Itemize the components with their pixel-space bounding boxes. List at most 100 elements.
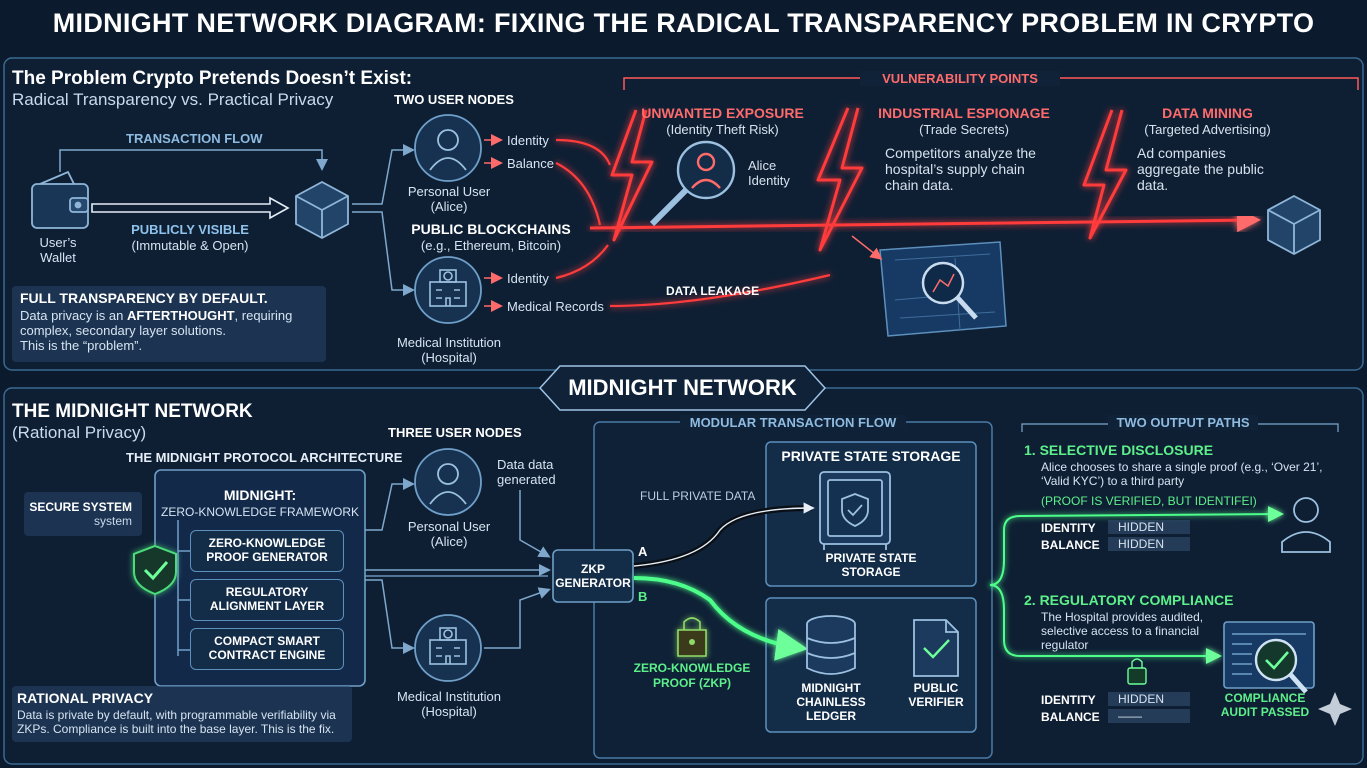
architecture-label: THE MIDNIGHT PROTOCOL ARCHITECTURE [126, 450, 403, 465]
module-1-label: ZERO-KNOWLEDGE PROOF GENERATOR [206, 536, 328, 564]
exposure-sub: (Identity Theft Risk) [666, 122, 779, 137]
banner-shape [538, 365, 827, 411]
identity-label-1: Identity [507, 133, 549, 148]
leakage-curves [555, 138, 831, 308]
mining-title: DATA MINING [1162, 105, 1253, 121]
alice-identity-label: Alice Identity [748, 158, 790, 188]
selective-disclosure-title: 1. SELECTIVE DISCLOSURE [1024, 442, 1214, 458]
module-tree [177, 520, 190, 656]
cube-icon-top [295, 180, 349, 240]
data-leakage-label: DATA LEAKAGE [666, 284, 760, 298]
problem-heading: The Problem Crypto Pretends Doesn’t Exis… [12, 68, 413, 89]
hospital-to-zkp [484, 587, 551, 649]
proto-to-alice [365, 478, 415, 531]
zk-proof-generator-module: ZERO-KNOWLEDGE PROOF GENERATOR [190, 530, 344, 572]
balance-hidden-1: HIDDEN [1108, 537, 1190, 551]
smart-contract-module: COMPACT SMART CONTRACT ENGINE [190, 628, 344, 670]
publicly-visible-arrow [91, 196, 290, 220]
problem-subheading: Radical Transparency vs. Practical Priva… [12, 90, 334, 109]
solution-heading: THE MIDNIGHT NETWORK [12, 401, 253, 422]
alice-node-top [414, 114, 482, 182]
note-text-part-2: , requiring complex, secondary layer sol… [20, 308, 293, 353]
identity-field-label-1: IDENTITY [1041, 521, 1096, 535]
transparency-note: FULL TRANSPARENCY BY DEFAULT. Data priva… [12, 286, 326, 362]
cube-icon-destination [1267, 194, 1321, 256]
third-party-icon [1281, 497, 1331, 553]
database-icon [806, 615, 856, 675]
medical-records-label: Medical Records [507, 299, 604, 314]
regulatory-compliance-title: 2. REGULATORY COMPLIANCE [1024, 592, 1234, 608]
module-3-label: COMPACT SMART CONTRACT ENGINE [208, 634, 326, 662]
mining-sub: (Targeted Advertising) [1144, 122, 1271, 137]
proof-verified-label: (PROOF IS VERIFIED, BUT IDENTIFEI) [1041, 494, 1257, 508]
alice-node-bottom [414, 448, 482, 516]
balance-label: Balance [507, 156, 554, 171]
lock-icon-zkp [677, 617, 707, 657]
solution-subheading: (Rational Privacy) [12, 423, 147, 442]
sparkle-icon [1318, 692, 1352, 726]
wallet-label: User’s Wallet [39, 235, 77, 265]
zkp-label: ZERO-KNOWLEDGE PROOF (ZKP) [633, 661, 751, 690]
data-to-zkp [519, 490, 551, 558]
compliance-audit-icon [1223, 621, 1315, 694]
magnifier-icon-identity [649, 140, 736, 227]
publicly-visible-sub: (Immutable & Open) [131, 238, 249, 253]
selective-disclosure-text: Alice chooses to share a single proof (e… [1041, 460, 1323, 488]
mining-text: Ad companies aggregate the public data. [1137, 145, 1264, 193]
transparency-note-text: Data privacy is an AFTERTHOUGHT, requiri… [20, 308, 292, 353]
shield-check-icon [133, 544, 177, 596]
zkp-generator-label: ZKP GENERATOR [555, 562, 631, 590]
document-check-icon [913, 619, 959, 677]
note-text-bold: AFTERTHOUGHT [126, 308, 235, 323]
hospital-icon-top [429, 269, 467, 307]
public-blockchains-label: PUBLIC BLOCKCHAINS [411, 221, 571, 237]
balance-field-label-2: BALANCE [1041, 710, 1100, 724]
audit-passed-label: COMPLIANCE AUDIT PASSED [1220, 691, 1310, 719]
compliance-path [989, 584, 1222, 664]
person-icon-bottom [429, 463, 467, 505]
secure-system-box [24, 492, 142, 536]
espionage-arrow [851, 235, 883, 260]
rational-privacy-text: Data is private by default, with program… [17, 708, 336, 736]
alice-label-top: Personal User (Alice) [407, 184, 491, 214]
branch-to-hospital [352, 211, 415, 296]
data-generated-label: Data data generated [497, 457, 556, 487]
transaction-flow-label: TRANSACTION FLOW [126, 131, 263, 146]
hospital-label-bottom: Medical Institution (Hospital) [396, 689, 502, 719]
midnight-network-banner: MIDNIGHT NETWORK [568, 375, 797, 400]
espionage-sub: (Trade Secrets) [919, 122, 1009, 137]
exposure-title: UNWANTED EXPOSURE [641, 105, 804, 121]
path-a [633, 502, 815, 567]
hospital-node-top [414, 256, 482, 324]
transparency-note-title: FULL TRANSPARENCY BY DEFAULT. [20, 290, 268, 306]
zkp-generator-box [552, 549, 634, 603]
verifier-label: PUBLIC VERIFIER [908, 681, 964, 709]
path-a-label: A [638, 544, 648, 559]
regulatory-alignment-module: REGULATORY ALIGNMENT LAYER [190, 579, 344, 621]
rational-privacy-title: RATIONAL PRIVACY [17, 690, 154, 706]
wallet-icon [31, 170, 89, 229]
ledger-label: MIDNIGHT CHAINLESS LEDGER [796, 681, 866, 723]
midnight-framework-sub: ZERO-KNOWLEDGE FRAMEWORK [160, 505, 359, 519]
lock-icon-compliance [1127, 658, 1147, 685]
identity-hidden-2: HIDDEN [1108, 692, 1190, 706]
regulatory-compliance-text: The Hospital provides audited, selective… [1041, 610, 1204, 652]
disclosure-path [989, 506, 1284, 586]
three-user-nodes-label: THREE USER NODES [388, 425, 522, 440]
identity-label-2: Identity [507, 271, 549, 286]
blueprint-icon [879, 241, 1007, 337]
espionage-text: Competitors analyze the hospital’s suppl… [885, 145, 1036, 193]
module-2-label: REGULATORY ALIGNMENT LAYER [209, 585, 325, 613]
private-state-label: PRIVATE STATE STORAGE [825, 551, 917, 579]
public-blockchains-sub: (e.g., Ethereum, Bitcoin) [420, 238, 562, 253]
full-private-data-label: FULL PRIVATE DATA [640, 489, 756, 503]
espionage-title: INDUSTRIAL ESPIONAGE [878, 105, 1050, 121]
alice-label-bottom: Personal User (Alice) [407, 519, 491, 549]
identity-field-label-2: IDENTITY [1041, 693, 1096, 707]
rational-privacy-note: RATIONAL PRIVACY Data is private by defa… [12, 686, 352, 742]
publicly-visible-label: PUBLICLY VISIBLE [131, 222, 249, 237]
page-title: MIDNIGHT NETWORK DIAGRAM: FIXING THE RAD… [52, 8, 1315, 38]
hospital-node-bottom [414, 614, 482, 682]
note-text-part-1: Data privacy is an [20, 308, 127, 323]
secure-system-label: SECURE SYSTEM system [24, 500, 142, 528]
